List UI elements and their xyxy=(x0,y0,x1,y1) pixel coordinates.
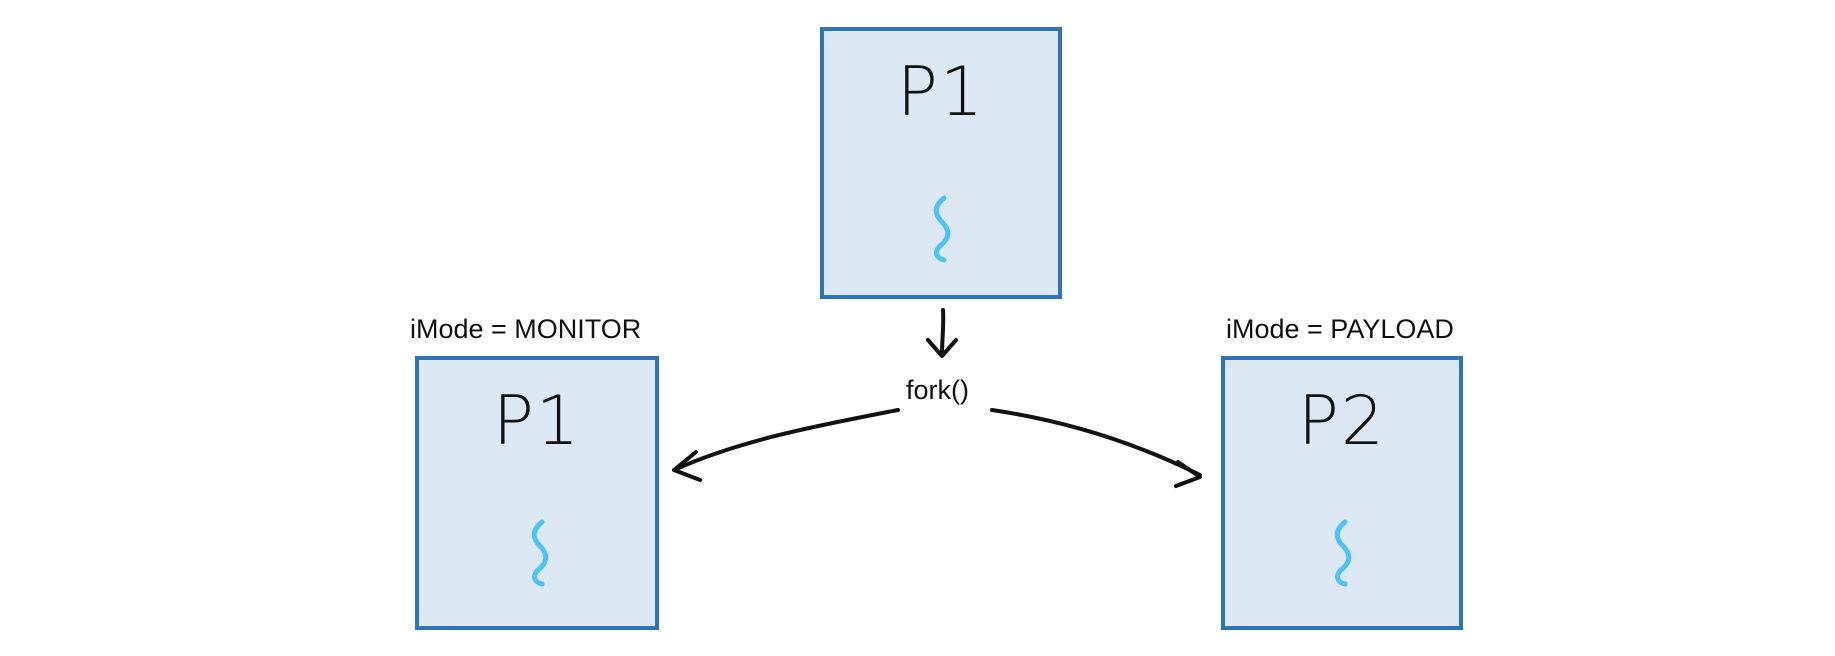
right-child-mode-caption: iMode = PAYLOAD xyxy=(1226,314,1454,344)
left-child-mode-caption: iMode = MONITOR xyxy=(410,314,642,344)
fork-call-label: fork() xyxy=(906,375,969,405)
left-child-process-box: P1 xyxy=(415,356,659,630)
parent-process-label: P1 xyxy=(896,53,986,132)
right-child-process-label: P2 xyxy=(1297,382,1387,461)
thread-squiggle-icon xyxy=(933,195,951,263)
right-branch-arrow-icon xyxy=(990,408,1202,488)
left-child-process-label: P1 xyxy=(492,382,582,461)
thread-squiggle-icon xyxy=(531,519,549,587)
left-branch-arrow-icon xyxy=(672,408,900,482)
parent-process-box: P1 xyxy=(820,27,1062,299)
down-arrow-icon xyxy=(926,308,958,358)
right-child-process-box: P2 xyxy=(1221,356,1463,630)
thread-squiggle-icon xyxy=(1334,519,1352,587)
